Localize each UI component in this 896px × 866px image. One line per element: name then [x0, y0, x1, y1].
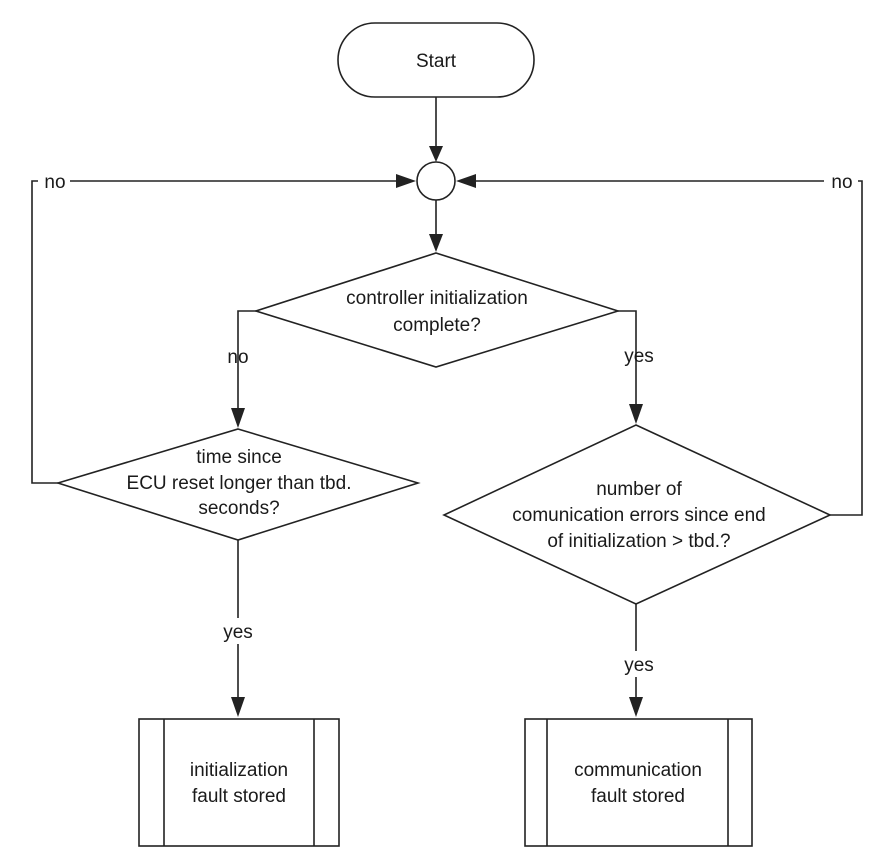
process-init-fault-shape — [138, 718, 340, 847]
arrowhead-comm-no-loop — [456, 174, 476, 188]
process-init-fault-line-2: fault stored — [192, 786, 286, 807]
loop-junction — [416, 161, 456, 201]
label-bg-left-no — [38, 170, 70, 192]
start-label: Start — [416, 51, 457, 72]
process-comm-fault-line-1: communication — [574, 760, 702, 781]
label-bg-time-yes — [212, 618, 262, 644]
connector-init-no-branch — [237, 310, 256, 412]
decision-comm-line-3: of initialization > tbd.? — [547, 531, 730, 552]
arrowhead-junction-to-decision-init — [429, 234, 443, 252]
connector-init-yes-branch — [618, 310, 637, 408]
decision-time-line-3: seconds? — [198, 498, 279, 519]
arrowhead-time-no-loop — [396, 174, 416, 188]
process-comm-fault: communication fault stored — [524, 718, 753, 847]
decision-time-line-2: ECU reset longer than tbd. — [127, 473, 352, 494]
decision-comm-line-1: number of — [596, 479, 682, 500]
label-time-yes: yes — [223, 622, 253, 643]
process-init-fault-line-1: initialization — [190, 760, 288, 781]
arrowhead-init-yes-branch — [629, 404, 643, 424]
label-branch-yes: yes — [624, 346, 654, 367]
arrowhead-time-yes — [231, 697, 245, 717]
arrowhead-start-to-junction — [429, 146, 443, 162]
decision-time-line-1: time since — [196, 447, 282, 468]
label-branch-no: no — [227, 347, 248, 368]
label-bg-comm-yes — [610, 651, 662, 677]
decision-comm-errors: number of comunication errors since end … — [442, 424, 832, 605]
arrowhead-comm-yes — [629, 697, 643, 717]
decision-init-complete: controller initialization complete? — [253, 252, 621, 368]
decision-time-since-reset: time since ECU reset longer than tbd. se… — [55, 428, 421, 541]
arrowhead-init-no-branch — [231, 408, 245, 428]
decision-init-shape — [253, 252, 621, 368]
process-comm-fault-shape — [524, 718, 753, 847]
label-bg-right-no — [824, 170, 858, 192]
label-loop-left-no: no — [44, 172, 65, 193]
label-comm-yes: yes — [624, 655, 654, 676]
decision-comm-line-2: comunication errors since end — [512, 505, 765, 526]
process-comm-fault-line-2: fault stored — [591, 786, 685, 807]
process-init-fault: initialization fault stored — [138, 718, 340, 847]
decision-init-line-1: controller initialization — [346, 288, 528, 309]
connector-comm-no-loop — [472, 180, 863, 516]
start-node: Start — [337, 22, 535, 98]
connector-time-no-loop — [31, 180, 400, 484]
decision-init-line-2: complete? — [393, 315, 481, 336]
label-loop-right-no: no — [831, 172, 852, 193]
